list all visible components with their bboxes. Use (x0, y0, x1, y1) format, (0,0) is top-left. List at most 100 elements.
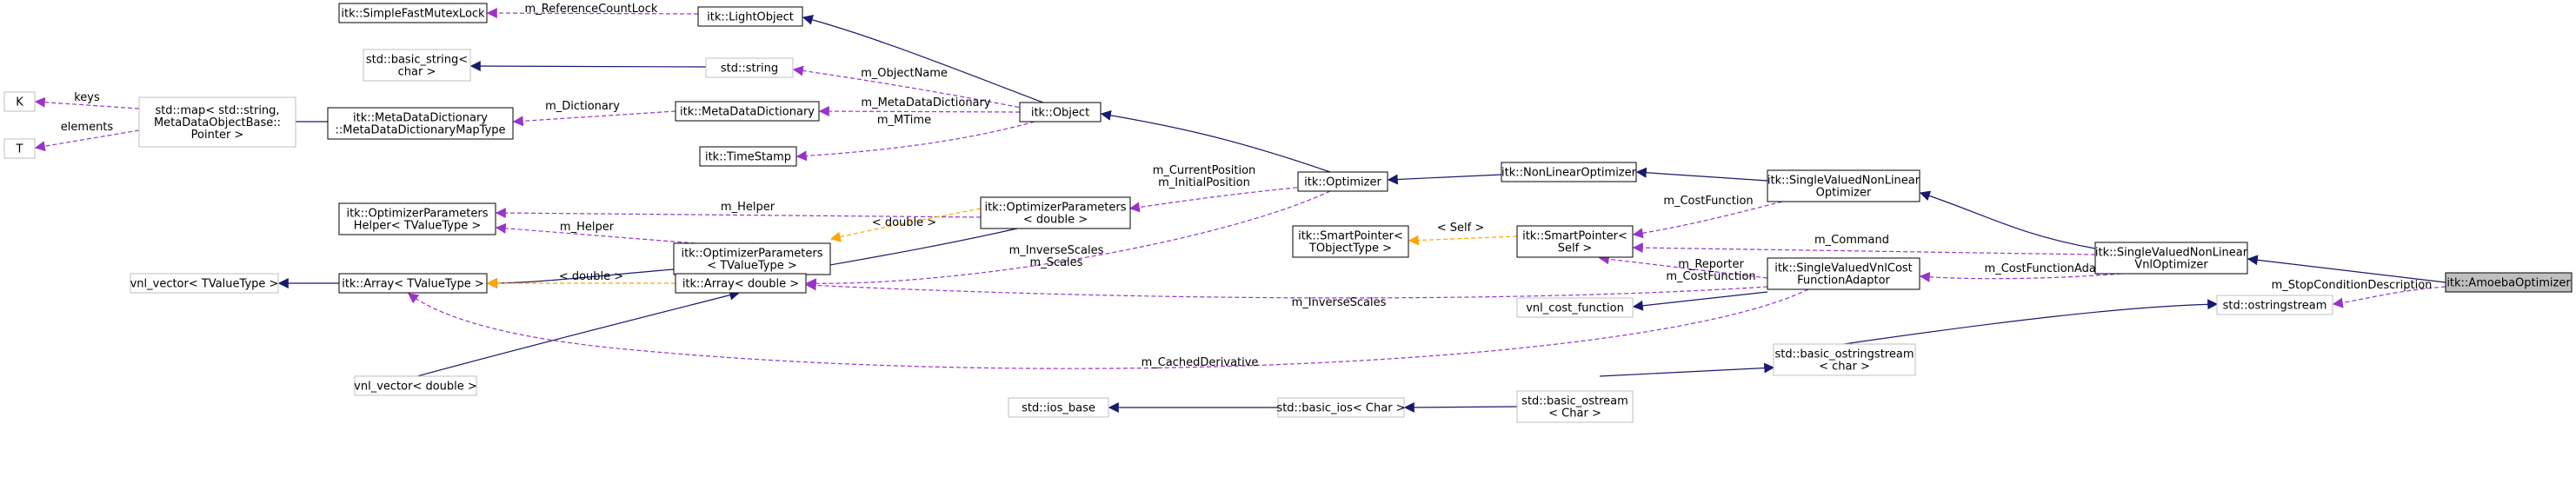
class-node-smartptr-tobject[interactable]: itk::SmartPointer<TObjectType > (1292, 225, 1409, 258)
class-node-optparams-double[interactable]: itk::OptimizerParameters< double > (980, 196, 1131, 229)
edge-label-keys: keys (74, 91, 100, 104)
class-node-mdd[interactable]: itk::MetaDataDictionary (675, 101, 820, 122)
class-box (354, 375, 477, 396)
edge-label-helper-2: m_Helper (560, 221, 615, 234)
edge-cost-function-adaptor-reporter (1598, 254, 1768, 279)
edge-label-helper-1: m_Helper (721, 201, 775, 214)
edge-label-command: m_Command (1814, 234, 1889, 247)
class-node-smartptr-self[interactable]: itk::SmartPointer<Self > (1516, 225, 1634, 258)
class-name-line: itk::SmartPointer< (1522, 230, 1627, 243)
class-node-mdd-maptype[interactable]: itk::MetaDataDictionary::MetaDataDiction… (327, 107, 514, 140)
class-name-line: char > (398, 66, 436, 79)
class-name-line: TObjectType > (1308, 242, 1392, 255)
class-box (1516, 390, 1634, 423)
class-node-basic-ostream: std::basic_ostream< Char > (1516, 390, 1634, 423)
class-name-line: vnl_vector< TValueType > (130, 278, 279, 291)
edge-dictionary (512, 110, 676, 127)
class-name-line: Helper< TValueType > (354, 220, 482, 233)
class-name-line: < Char > (1548, 407, 1601, 421)
class-node-object[interactable]: itk::Object (1019, 102, 1102, 123)
class-name-line: MetaDataObjectBase:: (154, 116, 281, 129)
class-node-optimizer[interactable]: itk::Optimizer (1297, 171, 1388, 192)
edge-nonlinear-to-optimizer (1387, 174, 1502, 185)
class-node-vnl-vector-tvalue: vnl_vector< TValueType > (130, 273, 279, 294)
class-name-line: std::basic_ostringstream (1775, 348, 1914, 361)
edge-label-self: < Self > (1437, 222, 1485, 235)
class-name-line: itk::MetaDataDictionary (680, 106, 815, 119)
class-box (363, 49, 471, 82)
class-name-line: std::basic_ostream (1521, 395, 1628, 408)
edge-label-cost-function-2: m_CostFunction (1666, 270, 1755, 283)
class-box (673, 242, 831, 275)
class-box (980, 196, 1131, 229)
class-node-array-tvalue[interactable]: itk::Array< TValueType > (338, 273, 488, 294)
class-name-line: itk::SmartPointer< (1298, 230, 1403, 243)
class-name-line: std::ios_base (1022, 402, 1095, 415)
class-box (1767, 257, 1920, 290)
class-box (1292, 225, 1409, 258)
class-node-timestamp[interactable]: itk::TimeStamp (699, 146, 797, 167)
class-box (338, 202, 496, 235)
class-box (699, 146, 797, 167)
class-box (675, 101, 820, 122)
class-name-line: < char > (1819, 361, 1870, 374)
class-node-vnl-vector-double: vnl_vector< double > (354, 375, 477, 396)
class-node-lightobject[interactable]: itk::LightObject (697, 6, 803, 27)
edge-label-object-name: m_ObjectName (861, 67, 948, 80)
edge-label-elements: elements (61, 121, 114, 134)
class-name-line: std::basic_ios< Char > (1276, 402, 1405, 415)
class-name-line: vnl_cost_function (1526, 302, 1624, 315)
class-box (1277, 397, 1405, 418)
class-node-amoeba[interactable]: itk::AmoebaOptimizer (2445, 272, 2573, 293)
class-name-line: itk::TimeStamp (705, 151, 791, 164)
edge-inverse-scales (805, 190, 1331, 289)
class-box (3, 138, 36, 159)
class-node-array-double[interactable]: itk::Array< double > (675, 273, 807, 294)
class-box (338, 3, 488, 23)
edge-label-double-1: < double > (872, 216, 936, 229)
class-box (1501, 162, 1637, 182)
edge-label-cost-function-adaptor: m_CostFunctionAdaptor (1985, 262, 2120, 275)
edge-label-scales: m_Scales (1030, 256, 1083, 269)
class-box (2094, 242, 2248, 275)
edge-elements (34, 129, 140, 152)
class-node-basic-string: std::basic_string<char > (363, 49, 471, 82)
class-node-basic-ios: std::basic_ios< Char > (1276, 397, 1406, 418)
edge-basic-ostringstream-to-ostream (1599, 362, 1775, 377)
class-name-line: itk::LightObject (707, 11, 794, 24)
class-node-ostringstream: std::ostringstream (2216, 295, 2333, 315)
class-name-line: Pointer > (191, 129, 244, 142)
edge-label-cost-function: m_CostFunction (1663, 195, 1753, 208)
edge-label-reference-count-lock: m_ReferenceCountLock (525, 3, 658, 16)
class-node-nonlinear[interactable]: itk::NonLinearOptimizer (1501, 162, 1637, 182)
edge-cost-function-adaptor (1919, 271, 2122, 282)
edge-label-reporter: m_Reporter (1678, 258, 1744, 271)
class-box (3, 91, 36, 112)
class-box (130, 273, 279, 294)
class-node-optparams-tvalue[interactable]: itk::OptimizerParameters< TValueType > (673, 242, 831, 275)
edge-vnl-double-to-array-double (416, 289, 741, 377)
edge-self (1408, 235, 1518, 246)
edge-helper-1 (495, 208, 982, 219)
class-box (697, 6, 803, 27)
class-node-basic-ostringstream: std::basic_ostringstream< char > (1773, 343, 1916, 376)
class-node-vnl-cost: vnl_cost_function (1516, 297, 1634, 318)
class-node-mutexlock[interactable]: itk::SimpleFastMutexLock (338, 3, 488, 23)
edge-label-initial-position: m_InitialPosition (1158, 176, 1250, 189)
class-name-line: itk::Optimizer (1304, 176, 1381, 189)
edge-inverse-scales-2 (805, 280, 1768, 299)
class-box (338, 273, 488, 294)
class-box (1773, 343, 1916, 376)
class-box (1297, 171, 1388, 192)
class-name-line: vnl_vector< double > (354, 381, 477, 394)
edge-label-double-2: < double > (559, 270, 623, 283)
class-name-line: itk::AmoebaOptimizer (2446, 277, 2571, 290)
class-box (675, 273, 807, 294)
class-node-std-string: std::string (705, 57, 794, 78)
class-name-line: itk::NonLinearOptimizer (1501, 167, 1637, 180)
edge-object-to-lightobject (802, 14, 1044, 103)
